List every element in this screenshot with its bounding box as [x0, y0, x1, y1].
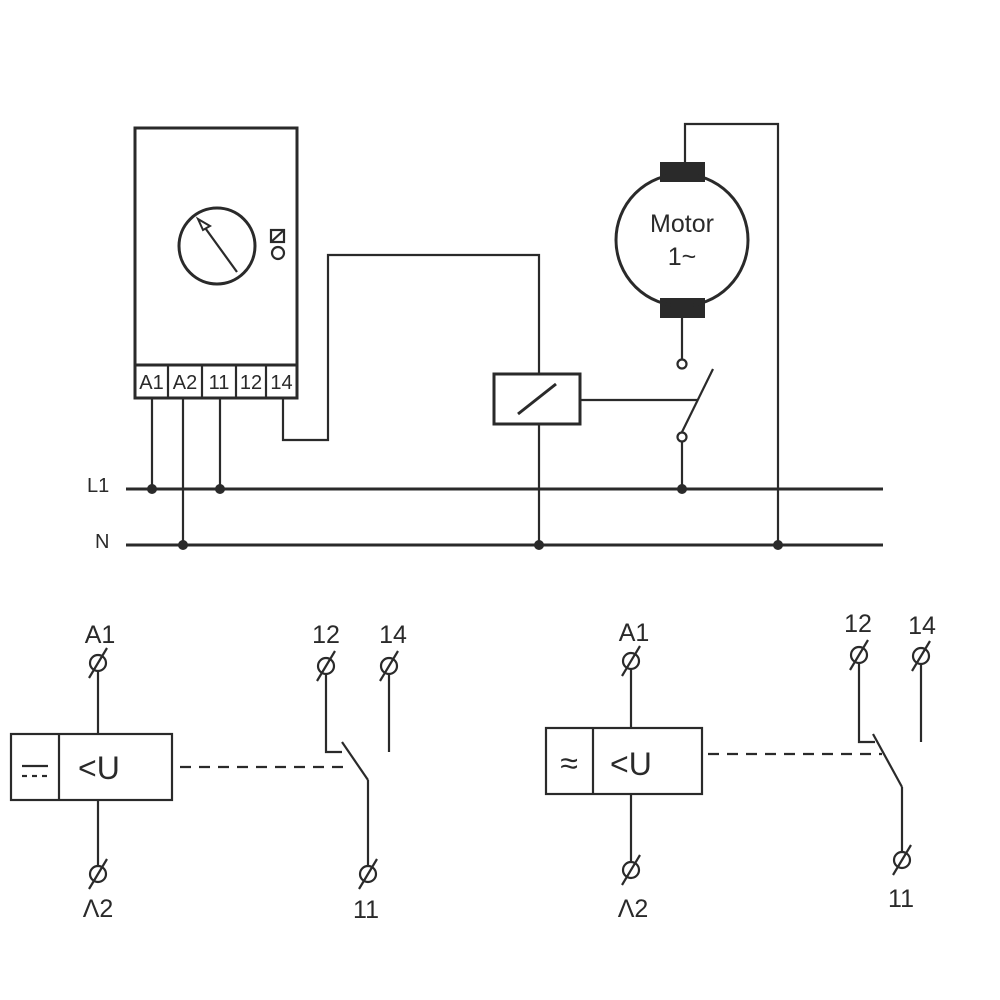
- ac-supply-icon: ≈: [560, 745, 578, 781]
- motor: Motor 1~: [614, 162, 750, 318]
- terminal-label-a1: A1: [85, 621, 116, 649]
- terminal-screw-icon: [892, 850, 912, 870]
- contact-blade: [341, 741, 369, 781]
- motor-phase-label: 1~: [668, 243, 697, 271]
- status-led-relay-icon: [270, 229, 285, 243]
- terminal-screw-icon: [358, 864, 378, 884]
- contact-label-12: 12: [844, 610, 872, 638]
- junction-dot: [677, 484, 687, 494]
- terminal-label-14: 14: [270, 372, 292, 394]
- contact-terminal-bottom: [676, 431, 688, 443]
- junction-dot: [534, 540, 544, 550]
- terminal-screw-slash: [316, 650, 336, 682]
- terminal-label-a2: Λ2: [618, 895, 649, 923]
- terminal-screw-slash: [911, 640, 931, 672]
- terminal-label-11: 11: [209, 372, 230, 394]
- terminal-label-a2: Λ2: [83, 895, 114, 923]
- terminal-screw-slash: [849, 639, 869, 671]
- rail-label-l1: L1: [87, 475, 109, 497]
- junction-dot: [215, 484, 225, 494]
- terminal-screw-icon: [88, 864, 108, 884]
- contact-label-14: 14: [908, 612, 936, 640]
- undervoltage-function-label: <U: [610, 746, 652, 782]
- junction-dot: [773, 540, 783, 550]
- terminal-label-a2: A2: [173, 372, 197, 394]
- terminal-screw-slash: [88, 858, 108, 890]
- motor-body: [614, 172, 750, 308]
- ac-undervoltage-relay-symbol: A1 ≈ <U Λ2 12 14 11: [544, 610, 936, 923]
- dial-arrowhead-icon: [195, 216, 212, 232]
- relay-housing: [133, 126, 299, 400]
- terminal-screw-slash: [892, 844, 912, 876]
- contact-label-14: 14: [379, 621, 407, 649]
- junction-dot: [147, 484, 157, 494]
- setting-dial: [177, 206, 257, 286]
- terminal-screw-slash: [358, 858, 378, 890]
- wire-motor-to-n: [683, 122, 780, 545]
- terminal-screw-icon: [621, 860, 641, 880]
- terminal-label-12: 12: [240, 372, 262, 394]
- relay-symbol-box: [9, 732, 174, 802]
- status-led-relay-icon: [269, 228, 286, 244]
- status-led-power-icon: [270, 245, 286, 261]
- contact-terminal-top: [676, 358, 688, 370]
- rail-label-n: N: [95, 531, 109, 553]
- contact-label-12: 12: [312, 621, 340, 649]
- contact-blade: [681, 368, 714, 433]
- monitoring-relay-unit: A1 A2 11 12 14: [133, 126, 299, 400]
- terminal-label-a1: A1: [619, 619, 650, 647]
- contact-label-11: 11: [353, 896, 379, 924]
- contact-nc-lead: [857, 663, 875, 744]
- terminal-screw-slash: [621, 854, 641, 886]
- coil-diagonal: [517, 382, 557, 416]
- contact-nc-lead: [324, 674, 342, 754]
- contact-blade: [872, 733, 903, 788]
- undervoltage-function-label: <U: [78, 750, 120, 786]
- terminal-screw-slash: [88, 647, 108, 679]
- terminal-screw-slash: [379, 650, 399, 682]
- dc-undervoltage-relay-symbol: A1 <U Λ2 12 14 11: [9, 621, 407, 924]
- motor-brush-top: [660, 162, 705, 182]
- motor-brush-bottom: [660, 298, 705, 318]
- wiring-schematic: A1 A2 11 12 14 L1 N: [87, 122, 883, 553]
- junction-dot: [178, 540, 188, 550]
- terminal-label-a1: A1: [139, 372, 163, 394]
- dial-pointer: [202, 224, 238, 273]
- contact-label-11: 11: [888, 885, 914, 913]
- motor-label: Motor: [650, 210, 714, 238]
- wire-14-to-coil: [281, 253, 541, 442]
- relay-symbol-box: [544, 726, 704, 796]
- terminal-screw-slash: [621, 645, 641, 677]
